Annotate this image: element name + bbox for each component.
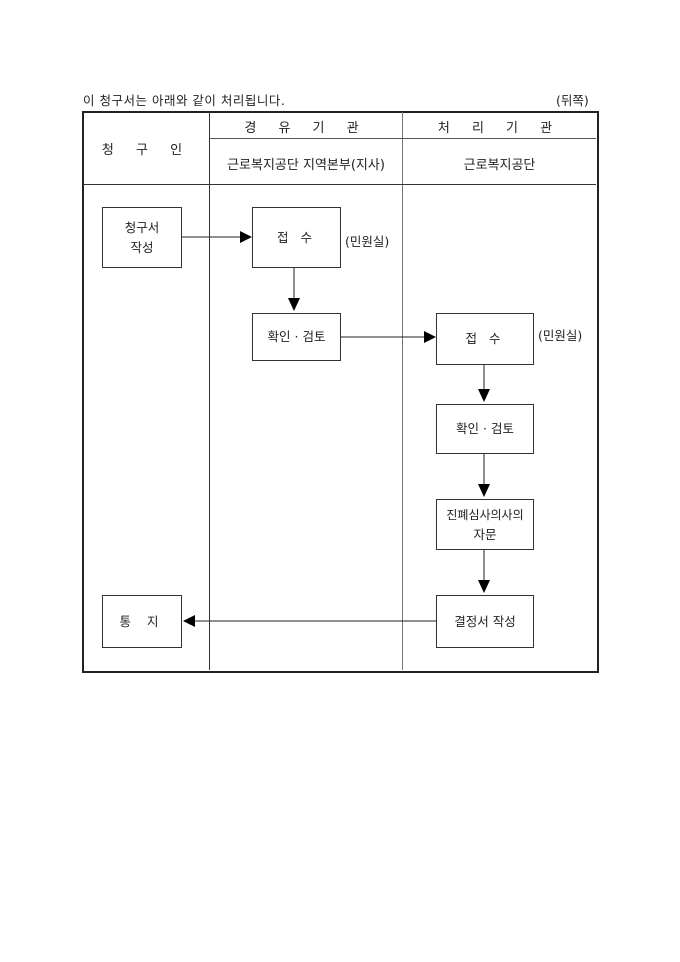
intro-text: 이 청구서는 아래와 같이 처리됩니다. xyxy=(83,93,286,108)
arrowhead-down-2 xyxy=(478,389,490,402)
arrowhead-right-2 xyxy=(424,331,436,343)
column-header-via-agency: 경 유 기 관 xyxy=(244,121,368,136)
notification-box: 통 지 xyxy=(102,595,182,648)
header-subdivider xyxy=(209,138,596,139)
arrowhead-left-1 xyxy=(183,615,195,627)
arrowhead-down-4 xyxy=(478,580,490,593)
write-claim-line-2: 작성 xyxy=(130,239,154,255)
via-receipt-label: 접 수 xyxy=(277,229,316,245)
consult-line-2: 자문 xyxy=(473,526,497,542)
write-claim-line-1: 청구서 xyxy=(124,219,160,235)
consult-line-1: 진폐심사의사의 xyxy=(446,507,524,522)
via-receipt-note: (민원실) xyxy=(345,234,390,249)
via-review-box: 확인 · 검토 xyxy=(252,313,341,361)
column-divider-2 xyxy=(402,112,403,670)
proc-review-box: 확인 · 검토 xyxy=(436,404,534,454)
process-table xyxy=(82,111,599,673)
proc-receipt-label: 접 수 xyxy=(465,331,505,346)
proc-receipt-box: 접 수 xyxy=(436,313,534,365)
arrowhead-down-1 xyxy=(288,298,300,311)
notification-label: 통 지 xyxy=(119,613,165,629)
column-divider-1 xyxy=(209,112,210,670)
column-header-claimant: 청 구 인 xyxy=(101,143,192,158)
header-bottom-border xyxy=(83,184,596,185)
consult-box: 진폐심사의사의 자문 xyxy=(436,499,534,550)
via-review-label: 확인 · 검토 xyxy=(267,329,326,344)
write-claim-box: 청구서 작성 xyxy=(102,207,182,268)
arrowhead-down-3 xyxy=(478,484,490,497)
column-subheader-processing-agency: 근로복지공단 xyxy=(463,158,536,173)
via-receipt-box: 접 수 xyxy=(252,207,341,268)
proc-review-label: 확인 · 검토 xyxy=(456,421,514,436)
column-header-processing-agency: 처 리 기 관 xyxy=(437,121,562,136)
decision-label: 결정서 작성 xyxy=(454,613,516,629)
column-subheader-via-agency: 근로복지공단 지역본부(지사) xyxy=(227,158,385,173)
proc-receipt-note: (민원실) xyxy=(538,328,583,343)
decision-box: 결정서 작성 xyxy=(436,595,534,648)
page-side-label: (뒤쪽) xyxy=(556,93,589,108)
arrowhead-right-1 xyxy=(240,231,252,243)
